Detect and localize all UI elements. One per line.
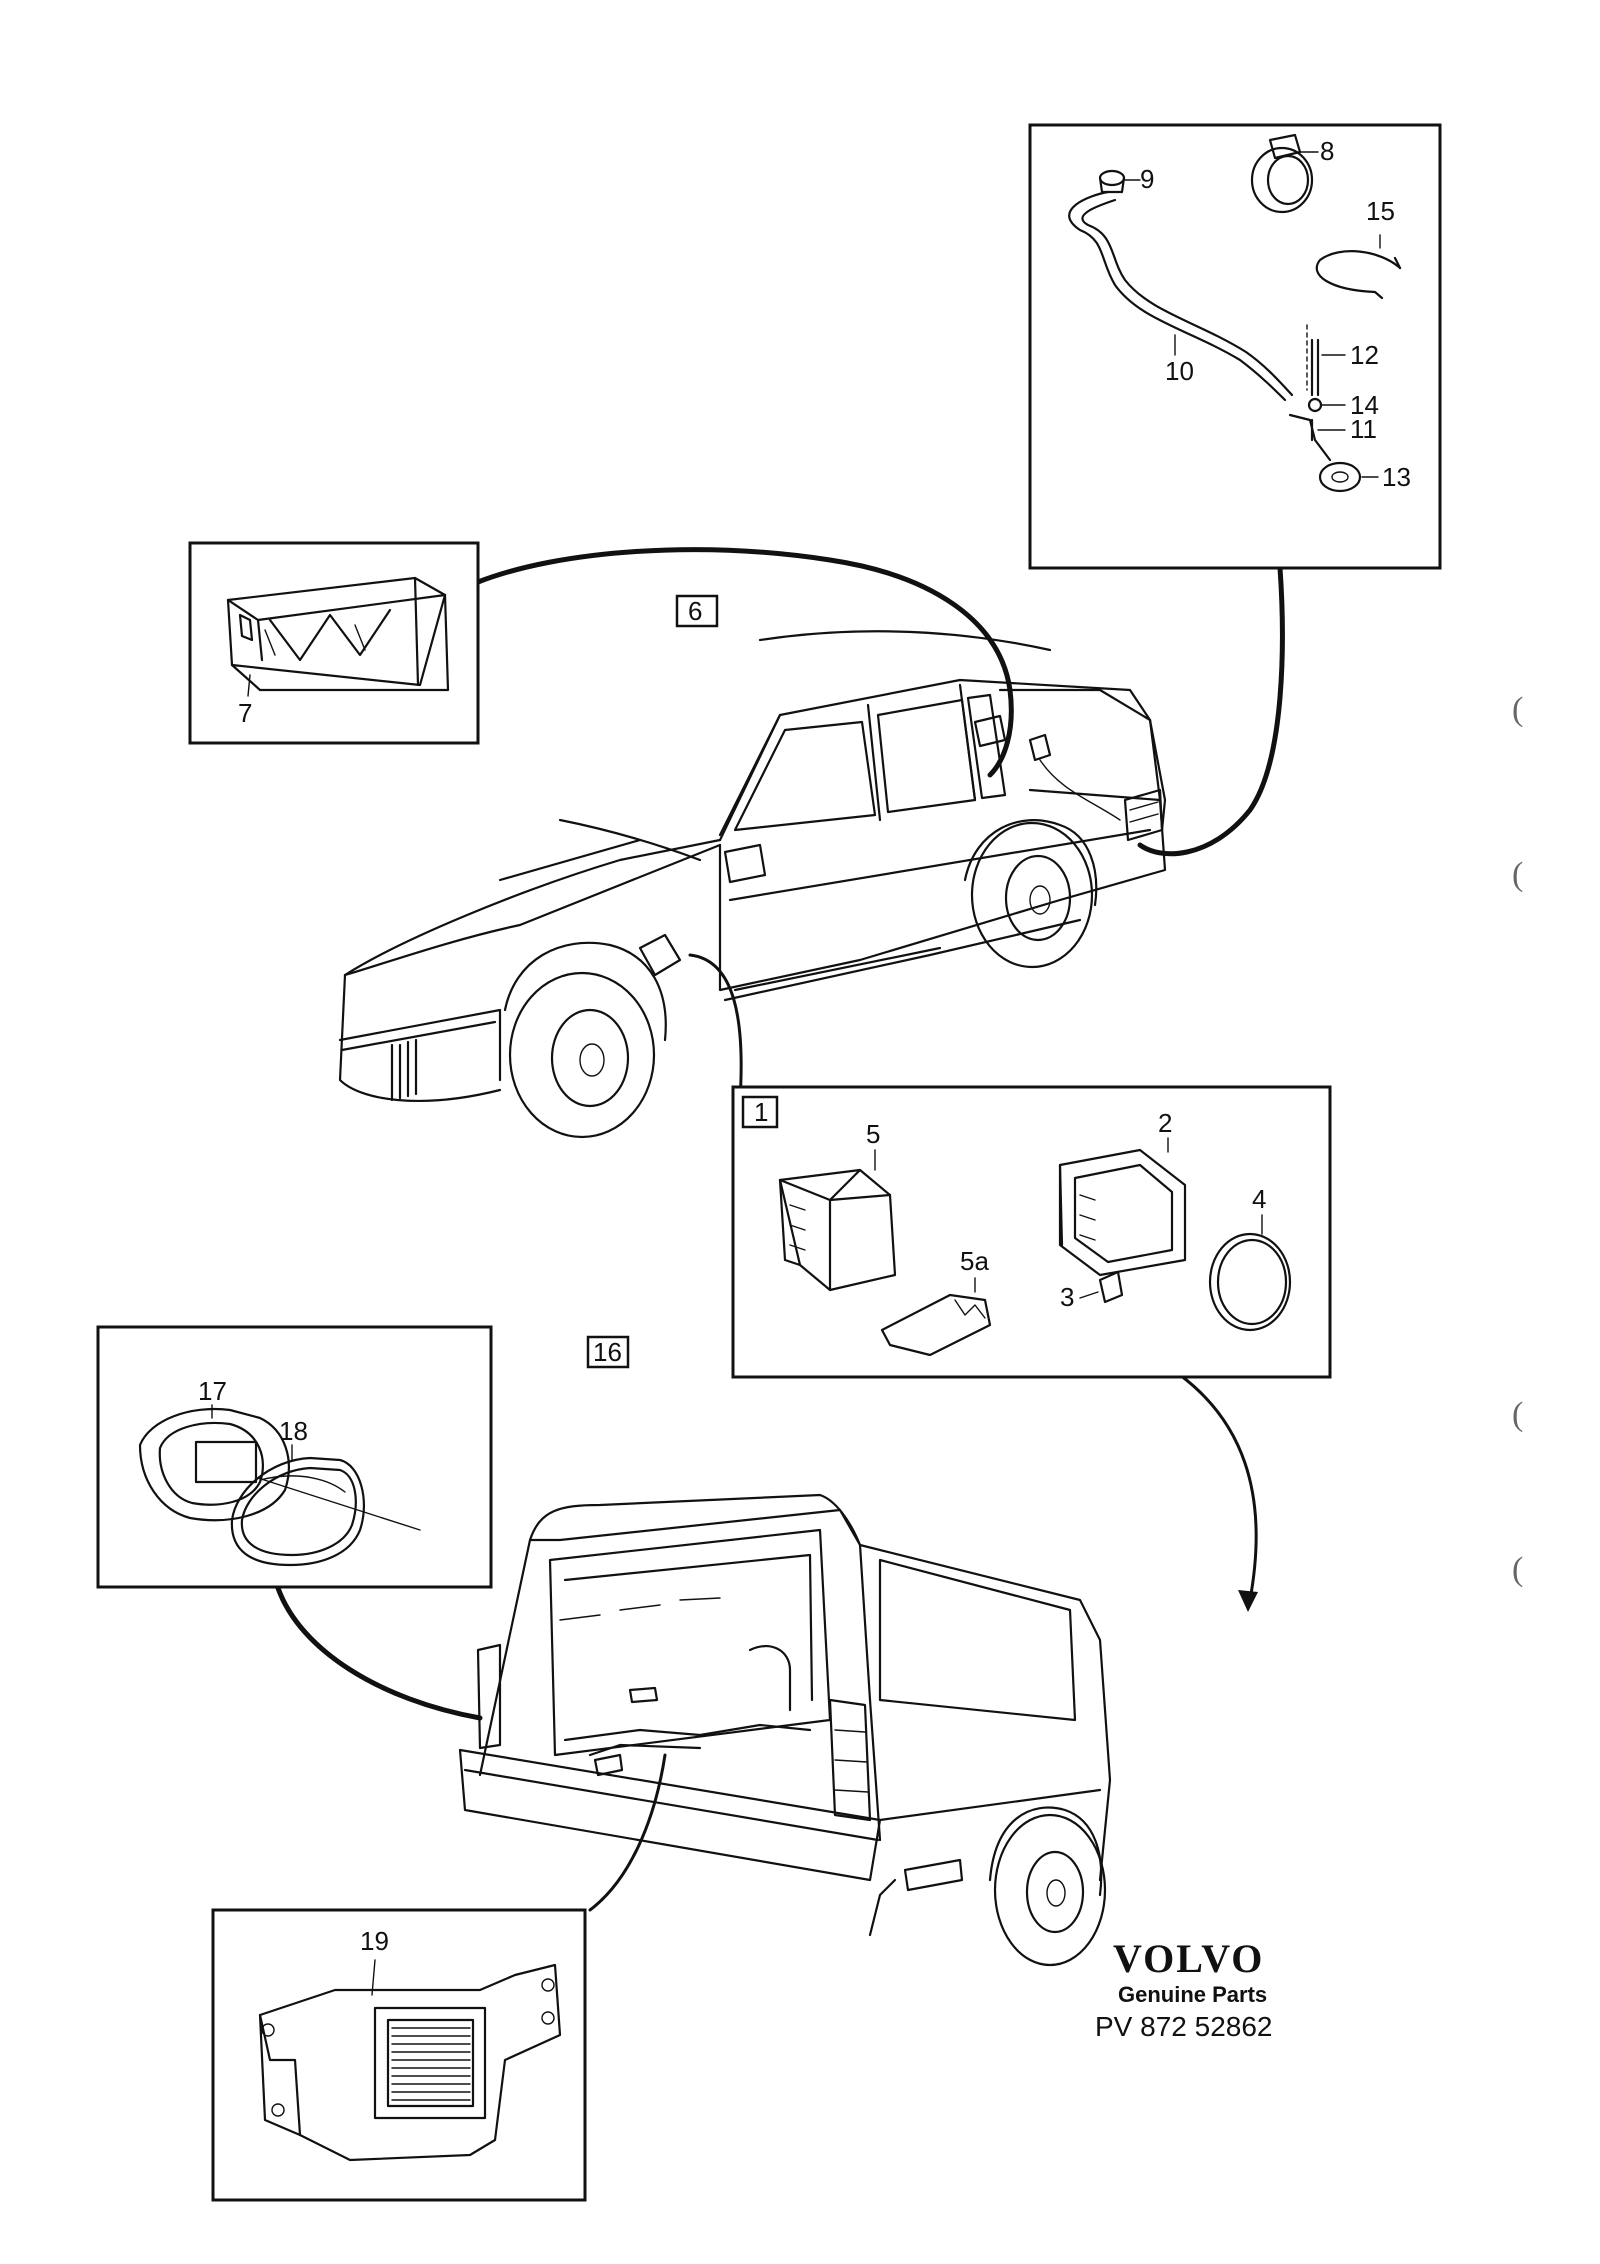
inset-box-1: 1 5 5a 2 3 4 — [731, 1085, 1332, 1379]
callout-5: 5 — [866, 1119, 880, 1149]
callout-15: 15 — [1366, 196, 1395, 226]
brand-block: VOLVO Genuine Parts PV 872 52862 — [1095, 1936, 1273, 2042]
group-label-6: 6 — [688, 596, 702, 626]
margin-mark: ( — [1512, 1551, 1523, 1588]
arrow-head — [1238, 1590, 1258, 1612]
inset-box-19: 19 — [211, 1908, 587, 2202]
connector-wires — [275, 547, 1285, 1912]
callout-12: 12 — [1350, 340, 1379, 370]
callout-11: 11 — [1350, 414, 1377, 444]
margin-mark: ( — [1512, 1396, 1523, 1433]
callout-10: 10 — [1165, 356, 1194, 386]
group-label-1: 1 — [754, 1097, 768, 1127]
callout-7: 7 — [238, 698, 252, 728]
callout-4: 4 — [1252, 1184, 1266, 1214]
callout-5a: 5a — [960, 1246, 989, 1276]
sedan-car-drawing — [338, 630, 1167, 1139]
inset-box-7: 7 — [188, 541, 480, 745]
callout-17: 17 — [198, 1376, 227, 1406]
margin-mark: ( — [1512, 856, 1523, 893]
callout-13: 13 — [1382, 462, 1411, 492]
brand-logo: VOLVO — [1113, 1936, 1264, 1981]
callout-18: 18 — [279, 1416, 308, 1446]
part-reference: PV 872 52862 — [1095, 2011, 1273, 2042]
callout-8: 8 — [1320, 136, 1334, 166]
margin-mark: ( — [1512, 691, 1523, 728]
inset-box-17-18: 17 18 — [96, 1325, 493, 1589]
brand-subtitle: Genuine Parts — [1118, 1982, 1267, 2007]
callout-9: 9 — [1140, 164, 1154, 194]
margin-marks: ( ( ( ( — [1512, 691, 1523, 1588]
callout-19: 19 — [360, 1926, 389, 1956]
wagon-car-drawing — [458, 1493, 1112, 1967]
callout-3: 3 — [1060, 1282, 1074, 1312]
callout-2: 2 — [1158, 1108, 1172, 1138]
group-box-6: 6 — [675, 594, 719, 628]
inset-box-hose-parts: 9 10 8 15 12 14 11 13 — [1028, 123, 1442, 570]
group-label-16: 16 — [593, 1337, 622, 1367]
group-box-16: 16 — [586, 1335, 630, 1369]
callout-14: 14 — [1350, 390, 1379, 420]
